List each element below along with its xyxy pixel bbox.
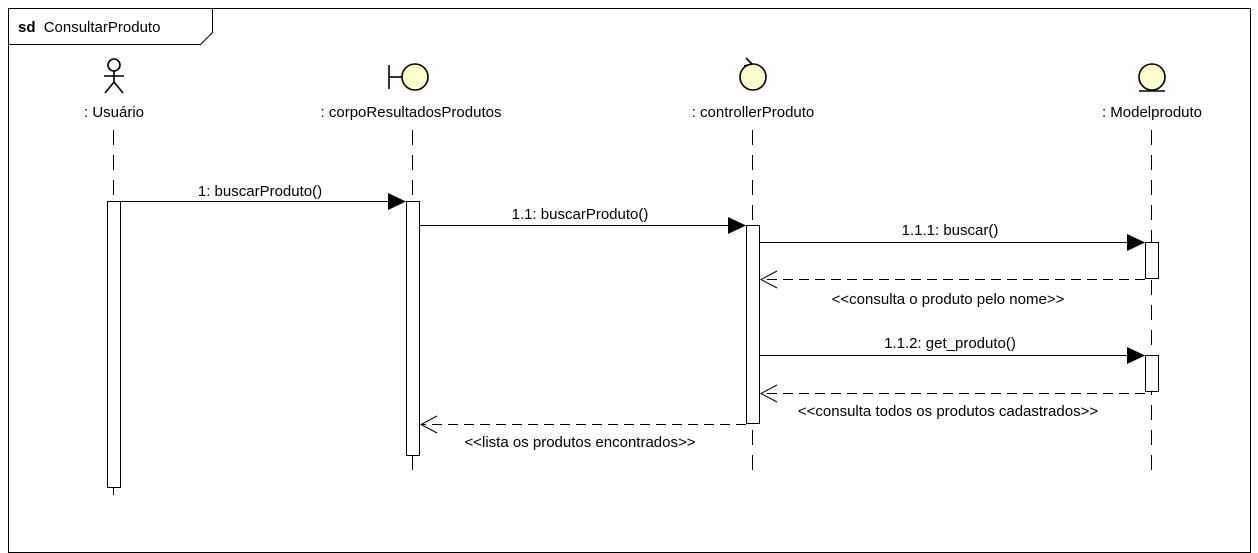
participant-corpo[interactable]: : corpoResultadosProdutos	[321, 63, 502, 478]
activation-bar	[746, 225, 760, 424]
participant-controller[interactable]: : controllerProduto	[692, 57, 815, 478]
message-arrow[interactable]: 1.1.2: get_produto()	[759, 335, 1145, 364]
open-arrowhead	[419, 415, 438, 434]
frame-keyword: sd	[18, 19, 36, 36]
message-label: 1.1: buscarProduto()	[512, 206, 649, 223]
filled-arrowhead	[1127, 347, 1145, 364]
control-icon	[739, 57, 767, 91]
open-arrowhead	[759, 384, 778, 403]
participant-label: : Modelproduto	[1102, 104, 1202, 121]
reply-arrow[interactable]: <<consulta o produto pelo nome>>	[759, 270, 1145, 308]
message-arrow[interactable]: 1.1.1: buscar()	[759, 222, 1145, 251]
activation-bar	[1145, 242, 1159, 279]
message-label: <<consulta o produto pelo nome>>	[832, 291, 1065, 308]
activation-bar	[1145, 355, 1159, 392]
message-arrow[interactable]: 1.1: buscarProduto()	[419, 206, 746, 234]
message-label: <<consulta todos os produtos cadastrados…	[798, 403, 1098, 420]
boundary-icon	[388, 63, 429, 91]
message-label: 1.1.1: buscar()	[902, 222, 999, 239]
frame-title: sd ConsultarProduto	[18, 19, 160, 36]
participant-label: : controllerProduto	[692, 104, 815, 121]
message-label: 1: buscarProduto()	[198, 183, 322, 200]
message-label: 1.1.2: get_produto()	[884, 335, 1016, 352]
frame-tab	[8, 8, 213, 45]
participant-label: : Usuário	[84, 104, 144, 121]
open-arrowhead	[759, 270, 778, 289]
actor-icon	[104, 58, 124, 94]
activation-bar	[107, 201, 121, 488]
reply-arrow[interactable]: <<consulta todos os produtos cadastrados…	[759, 384, 1145, 420]
participant-usuario[interactable]: : Usuário	[84, 58, 144, 505]
frame-border	[8, 8, 1251, 553]
filled-arrowhead	[1127, 234, 1145, 251]
entity-icon	[1138, 63, 1166, 92]
participant-label: : corpoResultadosProdutos	[321, 104, 502, 121]
participant-model[interactable]: : Modelproduto	[1102, 63, 1202, 478]
reply-arrow[interactable]: <<lista os produtos encontrados>>	[419, 415, 746, 451]
frame-name: ConsultarProduto	[44, 19, 161, 36]
filled-arrowhead	[388, 193, 406, 210]
message-label: <<lista os produtos encontrados>>	[465, 434, 696, 451]
message-arrow[interactable]: 1: buscarProduto()	[120, 183, 406, 210]
activation-bar	[406, 201, 420, 456]
filled-arrowhead	[728, 217, 746, 234]
